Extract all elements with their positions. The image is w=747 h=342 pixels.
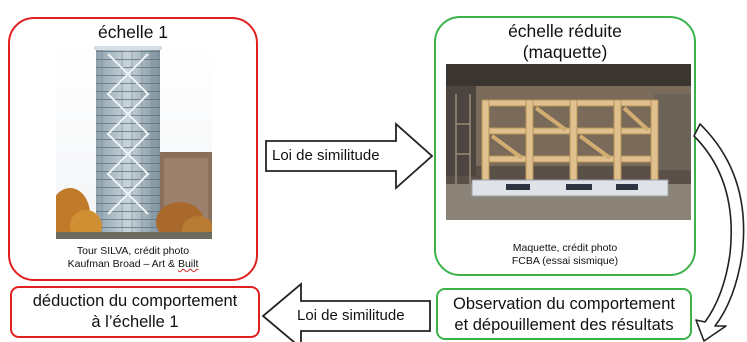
scale-model-photo: [446, 64, 691, 220]
bottom-arrow-label: Loi de similitude: [297, 307, 405, 324]
model-caption-line2: FCBA (essai sismique): [511, 255, 619, 267]
observation-line2: et dépouillement des résultats: [454, 316, 674, 334]
built-word: Built: [177, 258, 199, 270]
deduction-line2: à l’échelle 1: [91, 313, 179, 331]
top-arrow-label: Loi de similitude: [272, 147, 380, 164]
observation-line1: Observation du comportement: [453, 295, 675, 313]
tower-caption-line1: Tour SILVA, crédit photo: [76, 245, 190, 257]
top-right-arrow: [265, 121, 434, 191]
reduced-scale-title-line1: échelle réduite: [508, 21, 622, 41]
tower-illustration: [56, 44, 212, 239]
tower-photo-caption: Tour SILVA, crédit photo Kaufman Broad –…: [10, 245, 256, 271]
tower-silva-photo: [56, 44, 212, 239]
model-caption-line1: Maquette, crédit photo: [512, 242, 618, 254]
deduction-line1: déduction du comportement: [32, 292, 238, 310]
observation-text: Observation du comportement et dépouille…: [438, 294, 690, 336]
model-photo-caption: Maquette, crédit photo FCBA (essai sismi…: [436, 242, 694, 268]
scale-model-illustration: [446, 64, 691, 220]
tower-caption-line2: Kaufman Broad – Art & Built: [67, 258, 199, 270]
deduction-text: déduction du comportement à l’échelle 1: [12, 291, 258, 333]
deduction-box: déduction du comportement à l’échelle 1: [10, 286, 260, 338]
full-scale-title: échelle 1: [97, 22, 169, 42]
curved-down-arrow: [693, 123, 745, 342]
reduced-scale-title-line2: (maquette): [522, 42, 608, 62]
bottom-left-arrow: [261, 282, 431, 342]
observation-box: Observation du comportement et dépouille…: [436, 288, 692, 340]
